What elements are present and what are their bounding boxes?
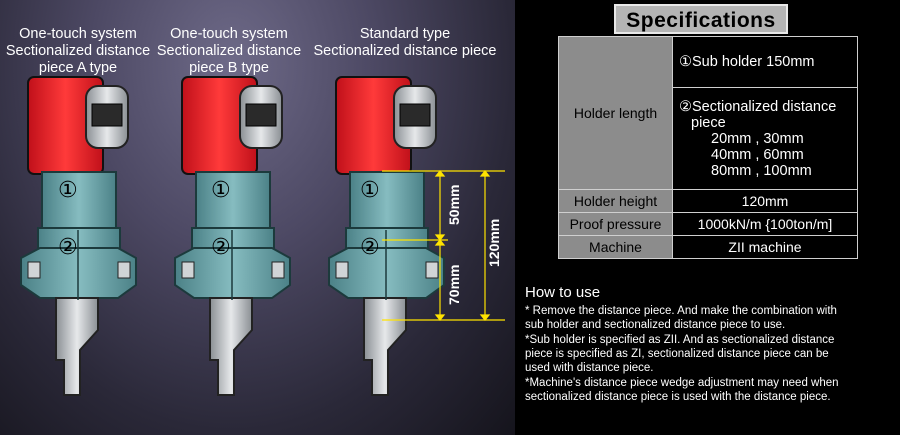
tool-standard — [328, 76, 445, 396]
dim-120-label: 120mm — [486, 219, 502, 267]
caption-line: One-touch system — [170, 26, 288, 42]
caption-b-type: One-touch system Sectionalized distance … — [149, 26, 309, 77]
holder-length-label: Holder length — [558, 36, 673, 190]
dim-70-label: 70mm — [446, 265, 462, 305]
holder-height-value: 120mm — [672, 189, 858, 213]
machine-label: Machine — [558, 235, 673, 259]
caption-line: Sectionalized distance piece — [313, 43, 497, 59]
caption-line: piece A type — [38, 60, 118, 76]
caption-line: Sectionalized distance — [156, 43, 302, 59]
holder-length-distance-piece: ②Sectionalized distance piece 20mm , 30m… — [672, 87, 858, 190]
tool-illustrations: ① ② ① ② ① ② 50mm 70mm 120mm — [20, 76, 505, 396]
tool-a — [20, 76, 137, 396]
how-to-use-item: * Remove the distance piece. And make th… — [525, 305, 837, 331]
part2-label: ② — [211, 235, 231, 260]
machine-value: ZII machine — [672, 235, 858, 259]
part2-label: ② — [58, 235, 78, 260]
specifications-title: Specifications — [614, 4, 788, 34]
tool-b — [174, 76, 291, 396]
dim-50-label: 50mm — [446, 185, 462, 225]
how-to-use-item: *Machine's distance piece wedge adjustme… — [525, 377, 839, 403]
caption-line: piece B type — [189, 60, 269, 76]
spec-line: 80mm , 100mm — [711, 162, 812, 179]
spec-line: 40mm , 60mm — [711, 146, 804, 163]
specifications-table: Holder length ①Sub holder 150mm ②Section… — [558, 35, 858, 259]
how-to-use-section: How to use * Remove the distance piece. … — [525, 284, 839, 405]
how-to-use-heading: How to use — [525, 284, 601, 301]
caption-standard-type: Standard type Sectionalized distance pie… — [305, 26, 505, 60]
part1-label: ① — [360, 178, 380, 203]
part1-label: ① — [58, 178, 78, 203]
holder-height-label: Holder height — [558, 189, 673, 213]
part1-label: ① — [211, 178, 231, 203]
caption-line: Standard type — [359, 26, 451, 42]
diagram-panel: One-touch system Sectionalized distance … — [0, 0, 515, 435]
spec-line: ②Sectionalized distance — [679, 98, 837, 115]
proof-pressure-value: 1000kN/m {100ton/m] — [672, 212, 858, 236]
how-to-use-item: *Sub holder is specified as ZII. And as … — [525, 334, 835, 374]
proof-pressure-label: Proof pressure — [558, 212, 673, 236]
caption-line: One-touch system — [19, 26, 137, 42]
holder-length-sub-holder: ①Sub holder 150mm — [672, 35, 858, 89]
dimension-lines — [382, 170, 505, 321]
caption-line: Sectionalized distance — [5, 43, 151, 59]
caption-a-type: One-touch system Sectionalized distance … — [0, 26, 158, 77]
part2-label: ② — [360, 235, 380, 260]
spec-line: 20mm , 30mm — [711, 130, 804, 147]
spec-line: piece — [691, 114, 726, 131]
